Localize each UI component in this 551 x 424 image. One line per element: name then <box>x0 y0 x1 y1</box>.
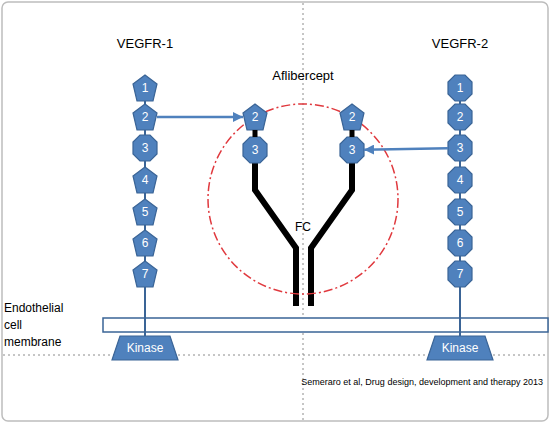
guide-line <box>303 3 304 420</box>
domain-label: 4 <box>448 167 472 193</box>
receptor-domain: 4 <box>133 167 157 193</box>
domain-shape <box>133 199 157 225</box>
source-note: Semeraro et al, Drug design, development… <box>240 377 543 387</box>
domain-linker <box>459 256 461 261</box>
molecule-name: Aflibercept <box>206 68 400 83</box>
domain-linker <box>144 287 146 336</box>
receptor-domain: 1 <box>133 75 157 101</box>
domain-linker <box>144 193 146 199</box>
domain-shape <box>448 75 472 101</box>
domain-linker <box>459 225 461 230</box>
kinase-domain: Kinase <box>427 336 493 360</box>
receptor-name: VEGFR-1 <box>95 36 195 51</box>
dashed-circle <box>208 104 398 294</box>
domain-label: 5 <box>448 199 472 225</box>
receptor-domain: 6 <box>448 230 472 256</box>
fusion-domain: 2 <box>340 104 364 130</box>
domain-label: 7 <box>448 261 472 287</box>
domain-label: 2 <box>448 104 472 130</box>
domain-shape <box>448 230 472 256</box>
receptor-domain: 7 <box>448 261 472 287</box>
cell-membrane <box>103 318 548 332</box>
domain-shape <box>448 167 472 193</box>
domain-linker <box>459 161 461 167</box>
domain-shape <box>340 137 364 163</box>
domain-shape <box>133 230 157 256</box>
node-outline <box>206 102 400 296</box>
domain-label: 2 <box>133 104 157 130</box>
receptor-name: VEGFR-2 <box>410 36 510 51</box>
fusion-linker <box>253 130 258 137</box>
domain-label: 2 <box>243 104 267 130</box>
domain-shape <box>133 104 157 130</box>
receptor-domain: 7 <box>133 261 157 287</box>
domain-shape <box>427 336 493 360</box>
domain-linker <box>459 193 461 199</box>
domain-label: Kinase <box>427 336 493 360</box>
domain-label: Kinase <box>112 336 178 360</box>
domain-label: 6 <box>133 230 157 256</box>
receptor-domain: 4 <box>448 167 472 193</box>
receptor-domain: 6 <box>133 230 157 256</box>
domain-shape <box>133 135 157 161</box>
domain-label: 1 <box>448 75 472 101</box>
receptor-domain: 3 <box>133 135 157 161</box>
receptor-domain: 1 <box>448 75 472 101</box>
membrane-label: Endothelial cell membrane <box>4 300 78 351</box>
domain-label: 3 <box>243 137 267 163</box>
fusion-domain: 3 <box>243 137 267 163</box>
domain-shape <box>448 199 472 225</box>
domain-linker <box>459 287 461 336</box>
domain-label: 3 <box>448 135 472 161</box>
domain-linker <box>144 130 146 135</box>
origin-arrow <box>364 148 448 150</box>
origin-arrow <box>157 116 243 119</box>
domain-shape <box>133 75 157 101</box>
domain-label: 3 <box>133 135 157 161</box>
domain-label: 4 <box>133 167 157 193</box>
domain-label: 7 <box>133 261 157 287</box>
domain-shape <box>243 137 267 163</box>
domain-linker <box>459 130 461 135</box>
domain-shape <box>448 135 472 161</box>
domain-label: 5 <box>133 199 157 225</box>
receptor-domain: 2 <box>448 104 472 130</box>
domain-label: 1 <box>133 75 157 101</box>
domain-shape <box>112 336 178 360</box>
domain-linker <box>144 161 146 167</box>
fc-label: FC <box>283 220 323 234</box>
fusion-domain: 3 <box>340 137 364 163</box>
receptor-domain: 5 <box>133 199 157 225</box>
receptor-domain: 3 <box>448 135 472 161</box>
fusion-domain: 2 <box>243 104 267 130</box>
receptor-domain: 5 <box>448 199 472 225</box>
domain-shape <box>133 167 157 193</box>
domain-shape <box>340 104 364 130</box>
domain-shape <box>243 104 267 130</box>
domain-shape <box>448 261 472 287</box>
fusion-linker <box>350 130 355 137</box>
receptor-domain: 2 <box>133 104 157 130</box>
kinase-domain: Kinase <box>112 336 178 360</box>
domain-shape <box>448 104 472 130</box>
domain-label: 6 <box>448 230 472 256</box>
domain-label: 3 <box>340 137 364 163</box>
aflibercept-outline: Aflibercept2323 <box>206 102 400 296</box>
frame-border <box>2 2 548 421</box>
domain-label: 2 <box>340 104 364 130</box>
domain-shape <box>133 261 157 287</box>
